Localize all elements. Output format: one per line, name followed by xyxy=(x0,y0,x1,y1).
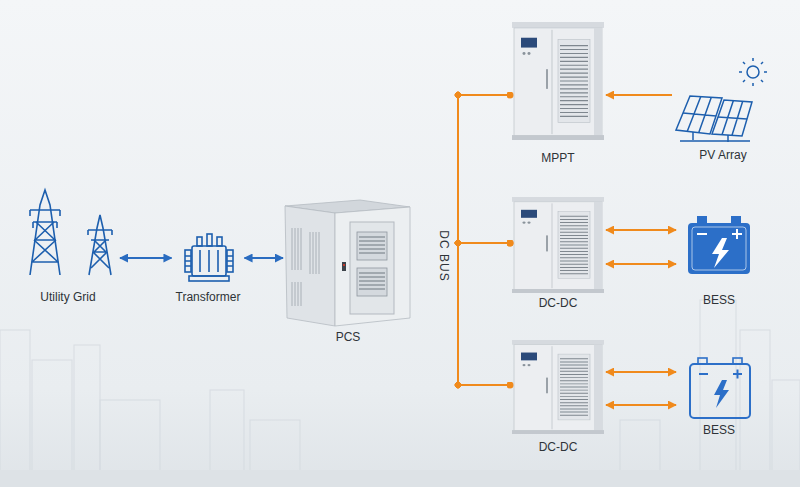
node-label: BESS xyxy=(703,423,735,437)
grid-node: Utility Grid xyxy=(16,186,120,304)
battery-icon xyxy=(690,358,750,418)
cabinets xyxy=(512,22,604,434)
transmission-towers xyxy=(30,190,112,275)
transformer-node: Transformer xyxy=(172,230,245,304)
node-label: PCS xyxy=(336,330,361,344)
node-label: Transformer xyxy=(176,290,241,304)
city-skyline xyxy=(0,300,800,487)
node-label: DC-DC xyxy=(539,296,578,310)
node-label: PV Array xyxy=(699,148,746,162)
pv-array-icon xyxy=(676,58,767,142)
power-flow-arrow xyxy=(120,257,172,259)
dc-bus-line xyxy=(458,243,510,385)
bess-node: BESS xyxy=(676,354,762,437)
pv-array-node: PV Array xyxy=(672,55,774,162)
node-label: DC-DC xyxy=(539,440,578,454)
node-label: Utility Grid xyxy=(40,290,95,304)
pcs-node: PCS xyxy=(283,194,413,344)
power-flow-arrow xyxy=(244,257,283,259)
node-label: BESS xyxy=(703,293,735,307)
dc-bus-line xyxy=(458,95,510,243)
mppt-node: MPPT xyxy=(510,20,606,165)
ground-band xyxy=(0,470,800,487)
bus-label: DC BUS xyxy=(436,230,450,281)
power-flow-arrow xyxy=(606,94,672,96)
power-flow-arrow xyxy=(606,371,676,373)
bess-node: BESS xyxy=(676,212,762,307)
dcdc-node: DC-DC xyxy=(510,194,606,310)
power-flow-arrow xyxy=(606,263,676,265)
dcdc-node: DC-DC xyxy=(510,337,606,454)
pcs-container xyxy=(285,200,410,326)
power-flow-arrow xyxy=(606,404,676,406)
transformer-icon xyxy=(185,234,233,281)
node-label: MPPT xyxy=(541,151,574,165)
battery-icon xyxy=(688,216,750,274)
power-flow-arrow xyxy=(606,229,676,231)
